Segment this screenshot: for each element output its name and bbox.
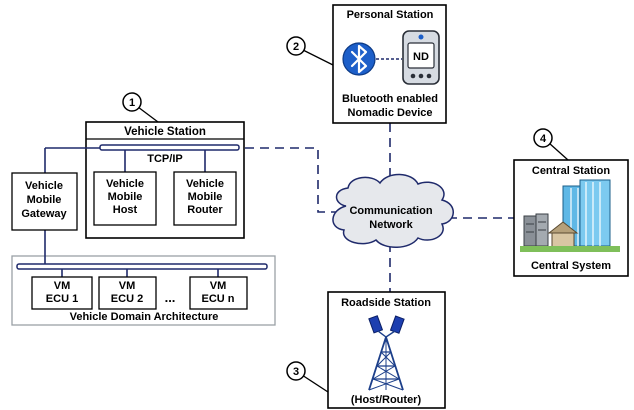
host-line2: Mobile	[108, 191, 143, 203]
ecu-1-line1: VM	[54, 280, 71, 292]
network-line2: Network	[369, 219, 413, 231]
marker-3-label: 3	[293, 366, 299, 378]
building-icon	[520, 179, 620, 252]
network-links	[245, 123, 514, 292]
network-line1: Communication	[349, 205, 432, 217]
bluetooth-icon	[342, 42, 376, 76]
marker-3: 3	[286, 361, 329, 393]
host-line1: Vehicle	[106, 178, 144, 190]
mobile-device-icon: ND	[402, 30, 440, 85]
communication-network-cloud: Communication Network	[332, 173, 454, 248]
central-station-caption: Central System	[531, 260, 611, 272]
gateway-line1: Vehicle	[25, 180, 63, 192]
marker-1-label: 1	[129, 97, 135, 109]
router-line1: Vehicle	[186, 178, 224, 190]
router-line3: Router	[187, 204, 223, 216]
vehicle-domain-architecture: VM ECU 1 VM ECU 2 ... VM ECU n Vehicle D…	[11, 255, 276, 326]
personal-caption-line2: Nomadic Device	[348, 107, 433, 119]
marker-2-label: 2	[293, 41, 299, 53]
ecu-n-line2: ECU n	[202, 293, 235, 305]
personal-station-title: Personal Station	[347, 9, 434, 21]
gateway-line3: Gateway	[21, 208, 67, 220]
tcp-ip-bus	[99, 144, 240, 151]
ecu-box-n	[189, 276, 248, 310]
device-label: ND	[413, 51, 429, 63]
marker-4: 4	[533, 128, 569, 161]
central-station-title: Central Station	[532, 165, 611, 177]
roadside-station-title: Roadside Station	[341, 297, 431, 309]
vehicle-mobile-gateway: Vehicle Mobile Gateway	[11, 148, 78, 264]
vehicle-station: Vehicle Station TCP/IP Vehicle Mobile Ho…	[45, 121, 245, 239]
roadside-station-caption: (Host/Router)	[351, 394, 422, 406]
personal-station: Personal Station ND Bluetooth enabled No…	[332, 4, 447, 124]
ecu-2-line1: VM	[119, 280, 136, 292]
personal-caption-line1: Bluetooth enabled	[342, 93, 438, 105]
router-line2: Mobile	[188, 191, 223, 203]
ecu-bus	[16, 263, 268, 270]
router-box	[173, 171, 237, 226]
marker-1: 1	[122, 92, 159, 123]
ecu-ellipsis: ...	[165, 290, 176, 305]
ecu-box-2	[98, 276, 157, 310]
tcp-ip-label: TCP/IP	[147, 153, 182, 165]
host-box	[93, 171, 157, 226]
link-vehicle-to-network	[245, 147, 336, 213]
vehicle-station-title: Vehicle Station	[124, 126, 206, 138]
ecu-2-line2: ECU 2	[111, 293, 143, 305]
vehicle-domain-caption: Vehicle Domain Architecture	[70, 311, 219, 323]
roadside-station: Roadside Station (Host/Router)	[327, 291, 446, 409]
ecu-n-line1: VM	[210, 280, 227, 292]
ecu-1-line2: ECU 1	[46, 293, 78, 305]
central-station: Central Station Central System	[513, 159, 629, 277]
antenna-tower-icon	[368, 315, 405, 391]
host-line3: Host	[113, 204, 138, 216]
marker-4-label: 4	[540, 133, 547, 145]
marker-2: 2	[286, 36, 334, 66]
gateway-line2: Mobile	[27, 194, 62, 206]
ecu-box-1	[31, 276, 93, 310]
